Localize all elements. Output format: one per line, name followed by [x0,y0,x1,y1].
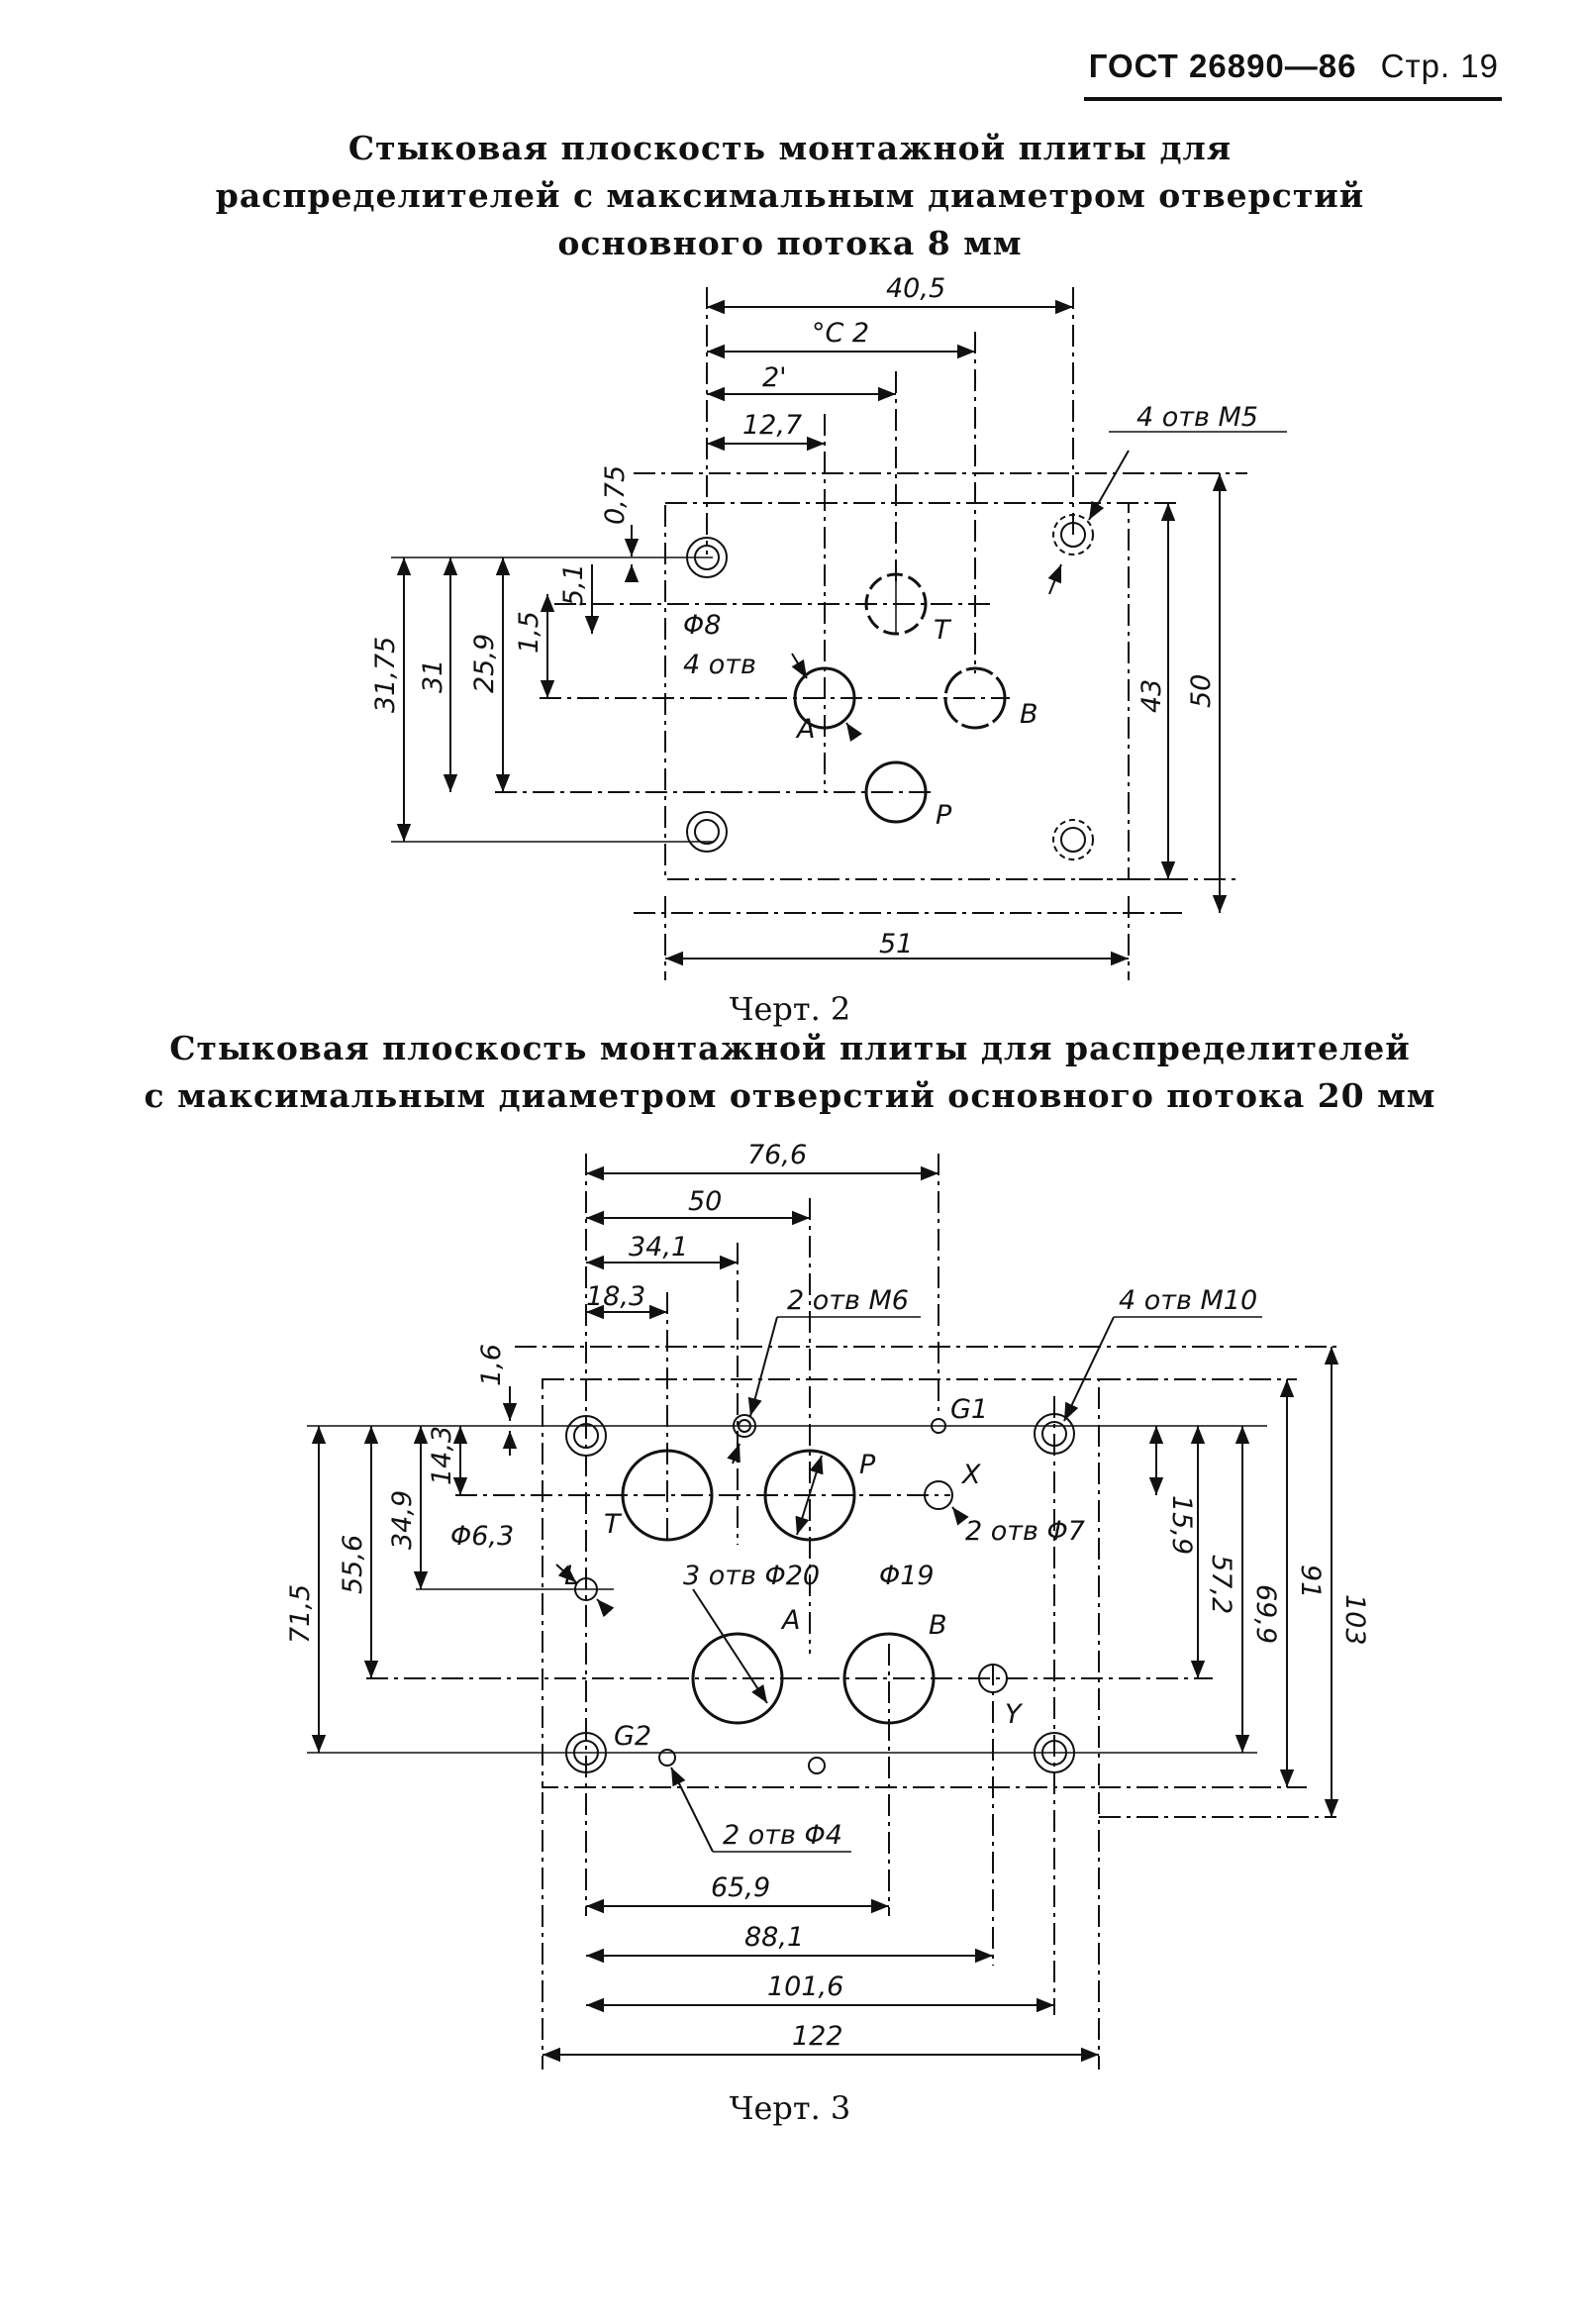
figure3-dim-69-9: 69,9 [1250,1584,1281,1644]
figure2-holes4: 4 отв [683,650,756,680]
figure2-dim-30-2: °С 2 [812,318,869,349]
figure2-caption: Черт. 2 [729,990,851,1028]
figure3-dim-57-2: 57,2 [1206,1555,1236,1614]
figure3-dim-101-6: 101,6 [767,1971,843,2002]
figure2-mounting-holes [686,514,1094,860]
figure3-mounting-holes [565,1413,1075,1773]
figure2-label-P: P [936,800,952,831]
page-number: Стр. 19 [1380,48,1499,84]
figure3-title: Стыковая плоскость монтажной плиты для р… [0,1025,1580,1120]
figure3-labels: 76,6 50 34,1 18,3 2 отв М6 4 отв М10 Φ6,… [285,1140,1370,2052]
header-rule [1084,97,1502,101]
figure3-port-G2 [658,1749,676,1767]
figure2-label-B: B [1020,699,1038,730]
figure3-phi6-3: Φ6,3 [450,1521,514,1552]
figure2-title: Стыковая плоскость монтажной плиты для р… [0,125,1580,267]
figure2-title-line2: распределителей с максимальным диаметром… [215,176,1365,215]
figure2-port-A [793,666,856,730]
figure3-holes-m6: 2 отв М6 [787,1285,909,1316]
figure3-holes-m10: 4 отв М10 [1119,1285,1257,1316]
figure2-label-T: T [934,615,952,646]
figure3-dim-34-1: 34,1 [629,1232,688,1263]
figure3-label-L: L [564,1561,579,1591]
figure2-dim-43: 43 [1136,679,1167,713]
figure3-dim-65-9: 65,9 [711,1872,770,1903]
figure3-caption: Черт. 3 [729,2089,851,2127]
figure2-dim-5-1: 5,1 [558,563,589,606]
figure3-holes-phi7: 2 отв Φ7 [965,1516,1085,1547]
figure2-dim-0-75: 0,75 [600,465,631,525]
figure2-dim-51: 51 [879,929,913,960]
figure2-title-line3: основного потока 8 мм [557,224,1023,262]
figure3-label-X: X [960,1460,981,1490]
figure3-dim-18-3: 18,3 [586,1281,645,1312]
figure3-label-Y: Y [1005,1699,1024,1730]
figure3-label-A: A [780,1605,800,1636]
figure3-drawing [307,1154,1339,2070]
figure2-title-line1: Стыковая плоскость монтажной плиты для [347,129,1233,167]
figure3-label-P: P [859,1450,876,1480]
figure3-plate-outline [542,1378,1100,1788]
figure3-label-B: B [929,1610,947,1641]
figure3-holes-phi4: 2 отв Φ4 [723,1820,842,1851]
figure3-port-P [763,1449,856,1542]
figure2-dim-12-7: 12,7 [742,410,802,441]
figure3-dim-122: 122 [792,2021,843,2052]
standard-number: ГОСТ 26890—86 [1088,48,1357,84]
figure2-holes-m5: 4 отв М5 [1136,402,1258,433]
figure3-dim-34-9: 34,9 [387,1490,418,1550]
figure3-dim-15-9: 15,9 [1166,1495,1197,1555]
figure2-dim-31: 31 [418,659,448,693]
figure2-dim-25-9: 25,9 [469,634,500,693]
figure2-port-B [943,666,1007,730]
figure3-label-T: T [604,1509,623,1540]
figure3-label-G1: G1 [950,1394,988,1425]
figure2-drawing [391,287,1287,980]
page-header: ГОСТ 26890—86 Стр. 19 [1089,48,1499,85]
figure3-title-line2: с максимальным диаметром отверстий основ… [144,1076,1436,1115]
figure3-port-T [621,1449,714,1542]
figure3-label-G2: G2 [614,1721,651,1752]
figure3-dim-88-1: 88,1 [744,1922,804,1953]
figure3-port-Y [978,1664,1008,1693]
figure3-port-A [691,1632,784,1725]
figure3-dim-50: 50 [688,1186,722,1217]
figure3-dim-91: 91 [1295,1565,1326,1598]
figure3-dim-14-3: 14,3 [427,1426,457,1485]
figure3-dim-1-6: 1,6 [476,1344,507,1386]
figure2-dim-50: 50 [1186,674,1217,708]
figure2-port-P [864,760,928,824]
figure3-dim-71-5: 71,5 [285,1584,316,1644]
figure2-label-A: A [795,714,815,745]
figure2-dim-21: 2' [762,362,787,393]
figure3-title-line1: Стыковая плоскость монтажной плиты для р… [169,1029,1411,1067]
figure3-dim-76-6: 76,6 [747,1140,807,1170]
figure2-labels: 40,5 °С 2 2' 12,7 4 отв М5 Φ8 4 отв A B … [370,273,1258,960]
figure2-dim-40-5: 40,5 [886,273,945,304]
figure3-phi19: Φ19 [879,1561,935,1591]
figure3-port-L [574,1577,598,1601]
figure3-port-G1 [931,1418,946,1434]
figure3-port-B [842,1632,936,1725]
figure2-phi8: Φ8 [683,610,721,641]
figure3-holes-phi20: 3 отв Φ20 [683,1561,820,1591]
figure3-port-X [924,1480,953,1510]
figure3-dim-55-6: 55,6 [338,1535,368,1594]
figure2-dim-31-75: 31,75 [370,637,401,713]
figure3-dim-103: 103 [1339,1594,1370,1646]
figure2-dim-15-5: 1,5 [514,611,544,654]
